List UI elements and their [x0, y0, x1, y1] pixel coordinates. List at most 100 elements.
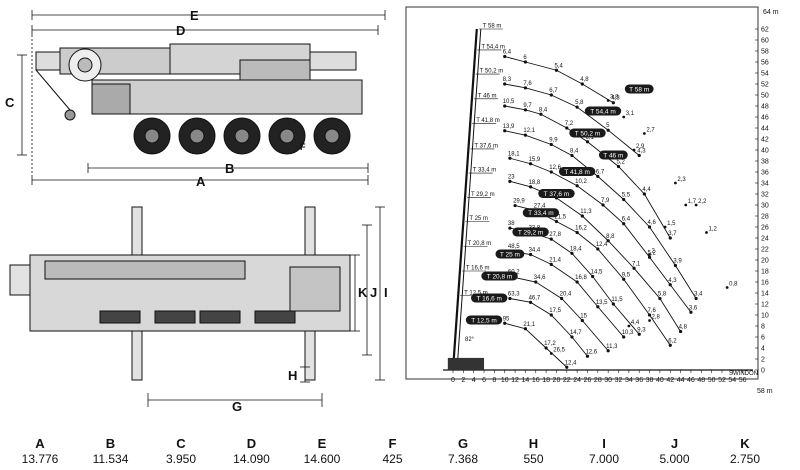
load-value-label: 21,5: [554, 215, 566, 221]
load-value-label: 6,4: [622, 217, 631, 223]
load-point: [513, 203, 517, 208]
y-tick-label: 10: [761, 313, 769, 320]
x-tick-label: 34: [625, 377, 633, 384]
y-tick-label: 28: [761, 214, 769, 221]
load-value-label: 17,2: [544, 341, 556, 347]
boom-pill-label: T 54,4 m: [590, 108, 616, 115]
x-tick-label: 12: [511, 377, 519, 384]
load-point: [523, 108, 528, 112]
load-value-label: 5,8: [658, 292, 667, 298]
x-tick-label: 32: [615, 377, 623, 384]
load-point: [549, 237, 553, 241]
load-value-label: 5,2: [648, 250, 657, 256]
load-point: [508, 296, 512, 301]
boom-length-label: T 29,2 m: [471, 192, 495, 198]
dimension-letter: C: [176, 436, 186, 451]
x-tick-label: 38: [646, 377, 654, 384]
x-tick-label: 8: [492, 377, 496, 384]
y-tick-label: 48: [761, 104, 769, 111]
boom-pill: [538, 189, 575, 198]
load-value-label: 34,6: [534, 275, 546, 281]
load-value-label: 6,2: [668, 338, 677, 344]
load-value-label: 6,7: [596, 169, 605, 175]
dimension-value: 550: [523, 452, 544, 466]
load-point: [549, 262, 553, 266]
boom-pill-label: T 20,8 m: [487, 273, 513, 280]
load-point: [585, 140, 590, 144]
x-tick-label: 42: [666, 377, 674, 384]
load-value-label: 3,7: [668, 231, 677, 237]
dim-label-j: J: [370, 285, 377, 300]
x-tick-label: 14: [522, 377, 530, 384]
x-tick-label: 10: [501, 377, 509, 384]
boom-length-label: T 46 m: [478, 93, 497, 99]
boom-pill-label: T 12,5 m: [471, 317, 497, 324]
dimension-value: 7.368: [447, 452, 479, 466]
y-tick-label: 38: [761, 159, 769, 166]
load-value-label: 9,9: [549, 138, 558, 144]
load-point: [642, 192, 646, 196]
load-point: [528, 252, 533, 257]
load-value-label: 9,3: [637, 327, 646, 333]
y-tick-label: 12: [761, 302, 769, 309]
dim-label-d: D: [176, 23, 185, 38]
load-value-label: 10,5: [503, 99, 515, 105]
dimension-letter: B: [105, 436, 116, 451]
y-tick-label: 36: [761, 170, 769, 177]
load-point: [673, 263, 678, 268]
load-value-label: 15: [580, 314, 587, 320]
dimension-letter: D: [246, 436, 257, 451]
y-tick-label: 2: [761, 357, 765, 364]
load-point: [565, 365, 569, 369]
y-tick-label: 16: [761, 280, 769, 287]
load-value-label: 6,7: [549, 88, 558, 94]
dimension-value: 7.000: [588, 452, 620, 466]
load-point: [637, 332, 641, 336]
boom-length-label: T 37,6 m: [474, 143, 498, 149]
load-value-label: 4,4: [642, 187, 651, 193]
y-tick-label: 56: [761, 60, 769, 67]
load-value-label: 38: [508, 221, 515, 227]
load-value-label: 15,9: [529, 157, 541, 163]
boom-pill-label: T 25 m: [500, 251, 520, 258]
dimension-value: 3.950: [165, 452, 197, 466]
boom-pill: [624, 84, 654, 94]
y-tick-label: 26: [761, 225, 769, 232]
boom-pill: [481, 271, 518, 281]
load-value-label: 4,3: [611, 96, 620, 102]
load-point: [689, 310, 693, 314]
y-tick-label: 46: [761, 115, 769, 122]
dimension-letter: E: [317, 436, 327, 451]
boom-pill: [512, 227, 549, 237]
crane-top-view: G H I J K: [9, 206, 388, 414]
load-point: [503, 54, 507, 59]
load-value-label: 12,6: [549, 165, 561, 171]
load-point: [570, 153, 574, 158]
load-point: [528, 162, 533, 166]
load-point: [508, 156, 512, 160]
boom-pill-label: T 58 m: [629, 86, 649, 93]
load-point: [648, 319, 651, 322]
load-point: [694, 203, 698, 207]
dimension-value: 425: [382, 452, 403, 466]
load-point: [503, 104, 507, 108]
load-value-label: 95: [503, 316, 510, 322]
load-value-label: 2,7: [646, 128, 655, 134]
boom-pill-label: T 16,6 m: [476, 295, 502, 302]
load-point: [549, 313, 553, 317]
dim-label-a: A: [196, 174, 206, 189]
load-point: [606, 99, 610, 102]
load-value-label: 4,3: [637, 149, 646, 155]
load-point: [503, 321, 507, 325]
load-point: [575, 280, 579, 284]
load-value-label: 10,2: [575, 179, 587, 185]
boom-length-label: T 16,6 m: [466, 266, 490, 272]
load-value-label: 4,4: [631, 320, 640, 326]
angle-label: 82°: [465, 337, 475, 343]
dim-label-c: C: [5, 95, 15, 110]
dimension-value: 13.776: [21, 452, 59, 466]
boom-line: [451, 28, 478, 371]
load-point: [523, 327, 528, 331]
